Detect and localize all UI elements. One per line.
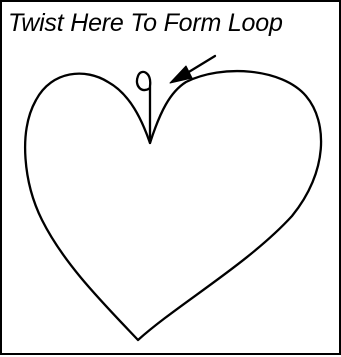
twist-loop [137,72,150,143]
heart-outline [25,71,321,340]
